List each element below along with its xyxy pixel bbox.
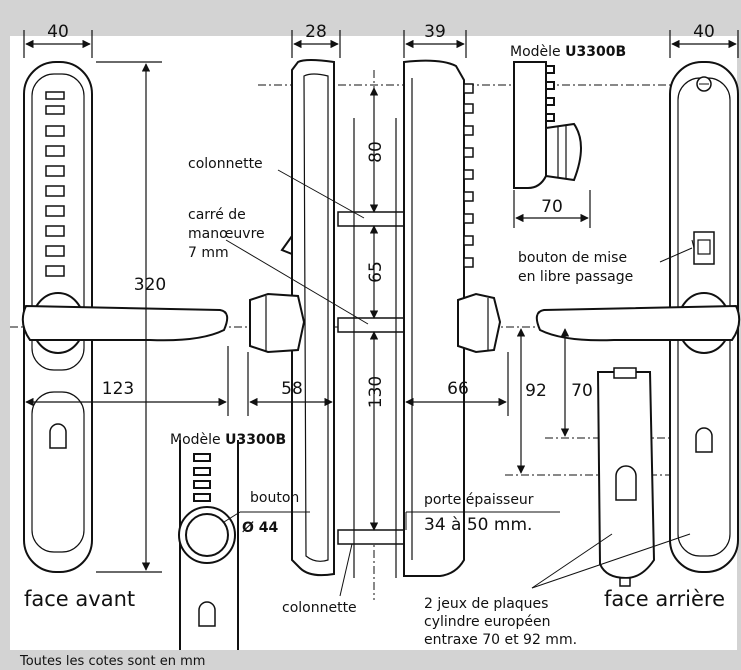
dimension-lines <box>23 30 739 573</box>
dim-side-28: 28 <box>305 22 327 42</box>
bouton-mise-label-2: en libre passage <box>518 269 633 285</box>
carre-label-3: 7 mm <box>188 245 229 261</box>
dim-lever-58: 58 <box>281 379 303 399</box>
dim-spacing-130: 130 <box>366 376 386 408</box>
dim-model-depth-70: 70 <box>541 197 563 217</box>
dim-entraxe-92: 92 <box>525 381 547 401</box>
model-bottom-handle <box>178 440 239 650</box>
front-lever <box>21 292 229 354</box>
model-bottom-label: Modèle U3300B <box>170 432 286 448</box>
porte-label-2: 34 à 50 mm. <box>424 515 532 535</box>
carre-label-1: carré de <box>188 207 246 223</box>
side-keypad-buttons <box>463 83 474 268</box>
porte-label-1: porte épaisseur <box>424 492 534 508</box>
model-top-label: Modèle U3300B <box>510 44 626 60</box>
colonnette-top-label: colonnette <box>188 156 263 172</box>
dim-back-width: 40 <box>693 22 715 42</box>
back-lever <box>535 292 741 354</box>
bouton-label: bouton <box>250 490 299 506</box>
plaques-label-2: cylindre européen <box>424 614 551 630</box>
plaques-label-1: 2 jeux de plaques <box>424 596 548 612</box>
dim-side-39: 39 <box>424 22 446 42</box>
dim-lever-66: 66 <box>447 379 469 399</box>
cylinder-plate <box>596 367 656 587</box>
bouton-mise-label-1: bouton de mise <box>518 250 627 266</box>
dim-height-320: 320 <box>134 275 166 295</box>
leader-lines <box>223 169 695 597</box>
dim-entraxe-70: 70 <box>571 381 593 401</box>
side-view-inner <box>249 59 335 577</box>
dim-spacing-80: 80 <box>366 141 386 163</box>
colonnette-bottom-label: colonnette <box>282 600 357 616</box>
bouton-diameter: Ø 44 <box>242 520 279 536</box>
model-top-side <box>513 61 582 189</box>
plaques-label-3: entraxe 70 et 92 mm. <box>424 632 577 648</box>
dim-spacing-65: 65 <box>366 261 386 283</box>
face-arriere-label: face arrière <box>604 587 725 611</box>
door-leaf <box>353 118 397 578</box>
dim-front-width: 40 <box>47 22 69 42</box>
carre-label-2: manœuvre <box>188 226 265 242</box>
side-view-outer <box>403 59 502 577</box>
dim-lever-123: 123 <box>102 379 134 399</box>
footer-note: Toutes les cotes sont en mm <box>19 654 205 669</box>
front-keypad <box>45 91 65 277</box>
face-avant-label: face avant <box>24 587 135 611</box>
